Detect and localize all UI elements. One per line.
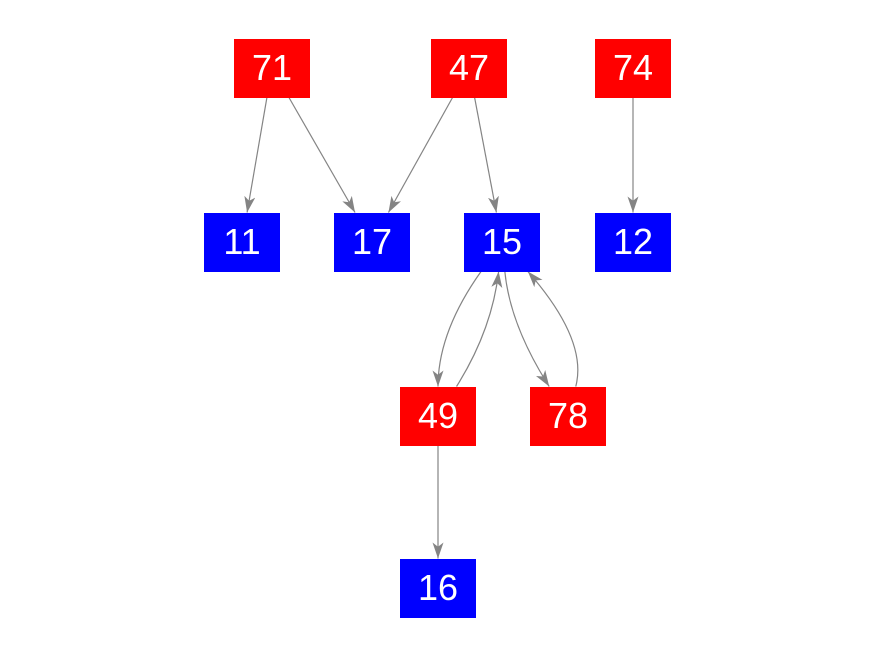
node-label: 11: [223, 221, 261, 262]
graph-node-71[interactable]: 71: [234, 38, 310, 98]
node-label: 17: [351, 221, 393, 262]
graph-node-12[interactable]: 12: [595, 212, 671, 272]
node-label: 74: [612, 47, 654, 88]
graph-node-11[interactable]: 11: [204, 212, 280, 272]
graph-node-16[interactable]: 16: [400, 558, 476, 618]
graph-edge-71-17: [288, 97, 356, 213]
graph-edge-71-11: [244, 97, 268, 213]
graph-edge-47-17: [387, 97, 454, 213]
node-label: 78: [547, 395, 589, 436]
graph-node-15[interactable]: 15: [464, 212, 540, 272]
graph-edge-49-15: [456, 271, 503, 387]
graph-edge-15-78: [504, 271, 550, 387]
graph-edge-15-49: [432, 271, 482, 387]
graph-node-47[interactable]: 47: [431, 38, 507, 98]
node-label: 12: [612, 221, 654, 262]
node-label: 47: [448, 47, 490, 88]
node-label: 16: [417, 567, 459, 608]
graph-edge-47-15: [474, 97, 499, 213]
node-label: 15: [481, 221, 523, 262]
graph-node-49[interactable]: 49: [400, 386, 476, 446]
graph-node-78[interactable]: 78: [530, 386, 606, 446]
node-label: 49: [417, 395, 459, 436]
graph-node-74[interactable]: 74: [595, 38, 671, 98]
graph-edge-78-15: [527, 271, 579, 387]
graph-node-17[interactable]: 17: [334, 212, 410, 272]
node-label: 71: [251, 47, 293, 88]
